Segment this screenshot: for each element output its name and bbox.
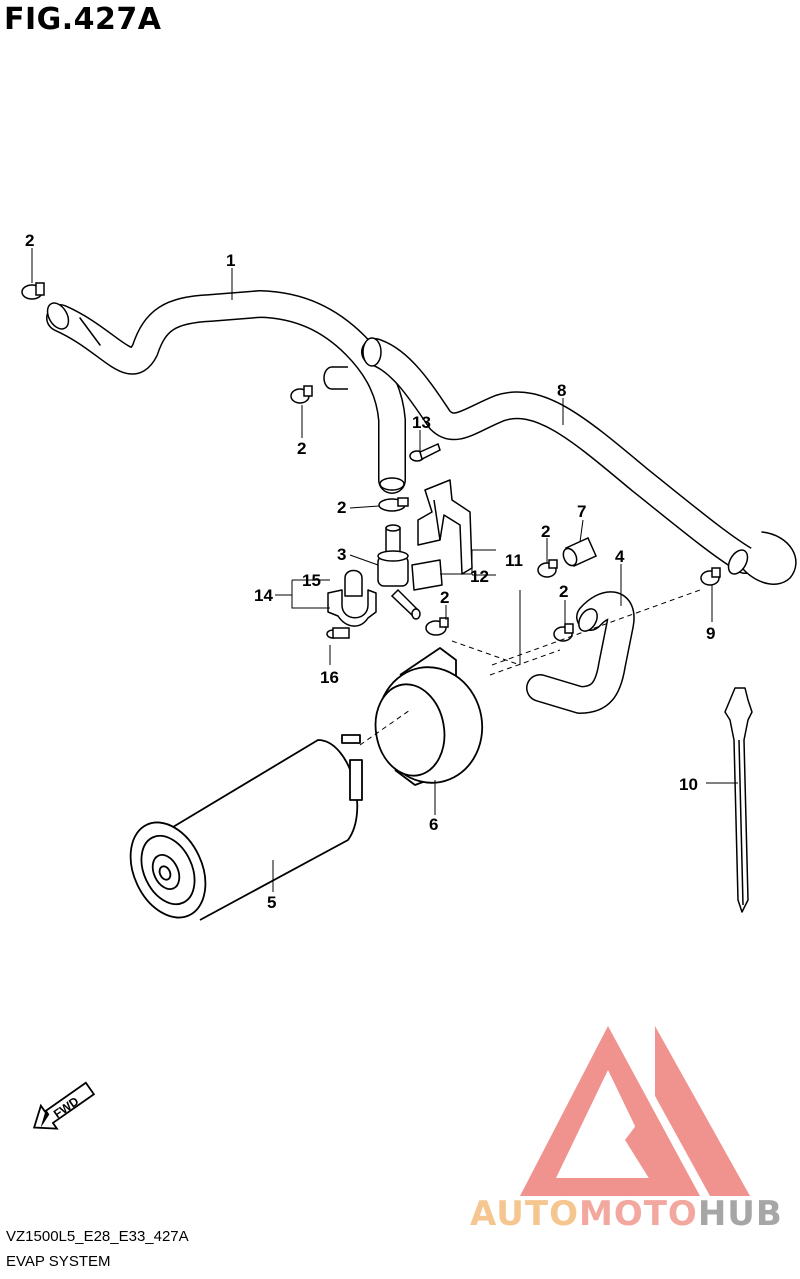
- callout-11: 11: [505, 551, 523, 570]
- callout-2: 2: [25, 231, 34, 250]
- clamp-2-icon: [290, 385, 313, 404]
- callout-6: 6: [429, 815, 438, 834]
- callout-2: 2: [440, 588, 449, 607]
- watermark-part: MOTO: [578, 1194, 698, 1234]
- callout-2: 2: [297, 439, 306, 458]
- watermark-part: AUTO: [470, 1194, 579, 1234]
- bolt-13: [409, 442, 441, 462]
- callout-12: 12: [470, 567, 489, 586]
- callout-2: 2: [559, 582, 568, 601]
- callout-15: 15: [302, 571, 321, 590]
- hose-8: [361, 337, 797, 585]
- leader-lines: [31, 248, 738, 892]
- callout-2: 2: [541, 522, 550, 541]
- fuel-pump-5: [129, 734, 363, 921]
- callout-14: 14: [254, 586, 273, 605]
- tube-7: [562, 537, 597, 567]
- callout-9: 9: [706, 624, 715, 643]
- holder-6: [374, 647, 484, 786]
- figure-title: FIG.427A: [4, 2, 162, 37]
- hose-4: [526, 591, 635, 714]
- callout-7: 7: [577, 502, 586, 521]
- bracket-11: [411, 479, 473, 591]
- callout-1: 1: [226, 251, 235, 270]
- hose-1: [46, 290, 406, 494]
- clamp-9-icon: [700, 567, 721, 586]
- cable-tie-10: [724, 687, 753, 913]
- callout-16: 16: [320, 668, 339, 687]
- clamp-2-icon: [21, 282, 45, 300]
- watermark-logo-icon: [520, 1026, 750, 1196]
- reference-lines: [359, 589, 701, 746]
- clamp-14: [327, 569, 377, 627]
- hose-1-fitting: [323, 366, 348, 390]
- fitting-3: [377, 524, 421, 620]
- fwd-arrow-icon: FWD: [32, 1081, 96, 1130]
- model-code: VZ1500L5_E28_E33_427A: [6, 1228, 189, 1245]
- callout-2: 2: [337, 498, 346, 517]
- callout-8: 8: [557, 381, 566, 400]
- callout-4: 4: [615, 547, 625, 566]
- callout-5: 5: [267, 893, 276, 912]
- clamp-2-icon: [425, 617, 449, 636]
- clamp-2-icon: [378, 497, 409, 512]
- clamp-2-icon: [537, 559, 558, 578]
- screw-16: [326, 627, 350, 639]
- callout-10: 10: [679, 775, 698, 794]
- callout-13: 13: [412, 413, 431, 432]
- watermark-text: AUTOMOTOHUB: [470, 1194, 783, 1234]
- clamp-2-icon: [553, 623, 574, 642]
- system-name: EVAP SYSTEM: [6, 1253, 111, 1270]
- watermark-part: HUB: [697, 1194, 783, 1234]
- callout-3: 3: [337, 545, 346, 564]
